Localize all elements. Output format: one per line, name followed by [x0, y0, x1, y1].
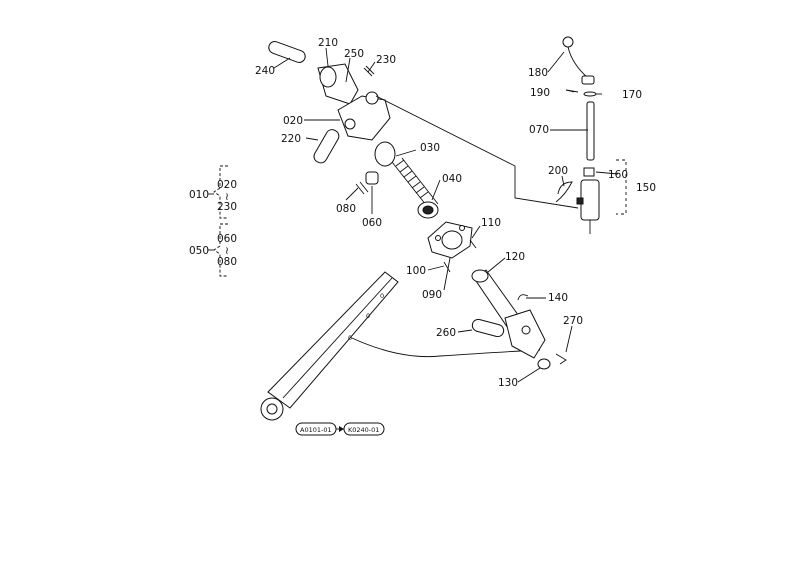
- group-010-label: 010: [189, 189, 209, 201]
- lever-assembly: [555, 36, 600, 234]
- callout-160: 160: [608, 169, 628, 181]
- callout-140: 140: [548, 292, 568, 304]
- callout-020: 020: [283, 115, 303, 127]
- group-key-050: 050 060 ≀ 080: [189, 223, 237, 277]
- callout-150: 150: [636, 182, 656, 194]
- callout-180: 180: [528, 67, 548, 79]
- svg-text:≀: ≀: [225, 245, 229, 257]
- bracket-150: [616, 159, 627, 215]
- connector-curve: [351, 337, 541, 358]
- group-010-last: 230: [217, 201, 237, 213]
- callout-190: 190: [530, 87, 550, 99]
- callout-110: 110: [481, 217, 501, 229]
- callout-labels: 240 210 250 230 020 220 030 040 080 060 …: [255, 37, 656, 389]
- callout-230: 230: [376, 54, 396, 66]
- svg-text:0: 0: [380, 292, 384, 300]
- group-010-first: 020: [217, 179, 237, 191]
- callout-060: 060: [362, 217, 382, 229]
- callout-080: 080: [336, 203, 356, 215]
- callout-270: 270: [563, 315, 583, 327]
- callout-040: 040: [442, 173, 462, 185]
- svg-text:≀: ≀: [225, 191, 229, 203]
- callout-250: 250: [344, 48, 364, 60]
- lower-link-arm: 0 0 0: [260, 271, 399, 421]
- lift-rod-upper: [268, 41, 439, 219]
- callout-070: 070: [529, 124, 549, 136]
- lift-rod-lower: [427, 221, 567, 370]
- svg-text:0: 0: [366, 312, 370, 320]
- group-050-label: 050: [189, 245, 209, 257]
- callout-030: 030: [420, 142, 440, 154]
- callout-260: 260: [436, 327, 456, 339]
- callout-130: 130: [498, 377, 518, 389]
- leader-lines: [273, 47, 619, 383]
- callout-200: 200: [548, 165, 568, 177]
- linkage-line: [375, 95, 579, 209]
- callout-170: 170: [622, 89, 642, 101]
- group-050-last: 080: [217, 256, 237, 268]
- serial-range: A0101-01 K0240-01: [295, 422, 385, 436]
- group-key-010: 010 020 ≀ 230: [189, 165, 237, 219]
- callout-210: 210: [318, 37, 338, 49]
- svg-text:0: 0: [348, 334, 352, 342]
- group-050-first: 060: [217, 233, 237, 245]
- callout-100: 100: [406, 265, 426, 277]
- callout-090: 090: [422, 289, 442, 301]
- callout-120: 120: [505, 251, 525, 263]
- callout-220: 220: [281, 133, 301, 145]
- serial-from: A0101-01: [300, 426, 332, 434]
- serial-to: K0240-01: [348, 426, 379, 434]
- callout-240: 240: [255, 65, 275, 77]
